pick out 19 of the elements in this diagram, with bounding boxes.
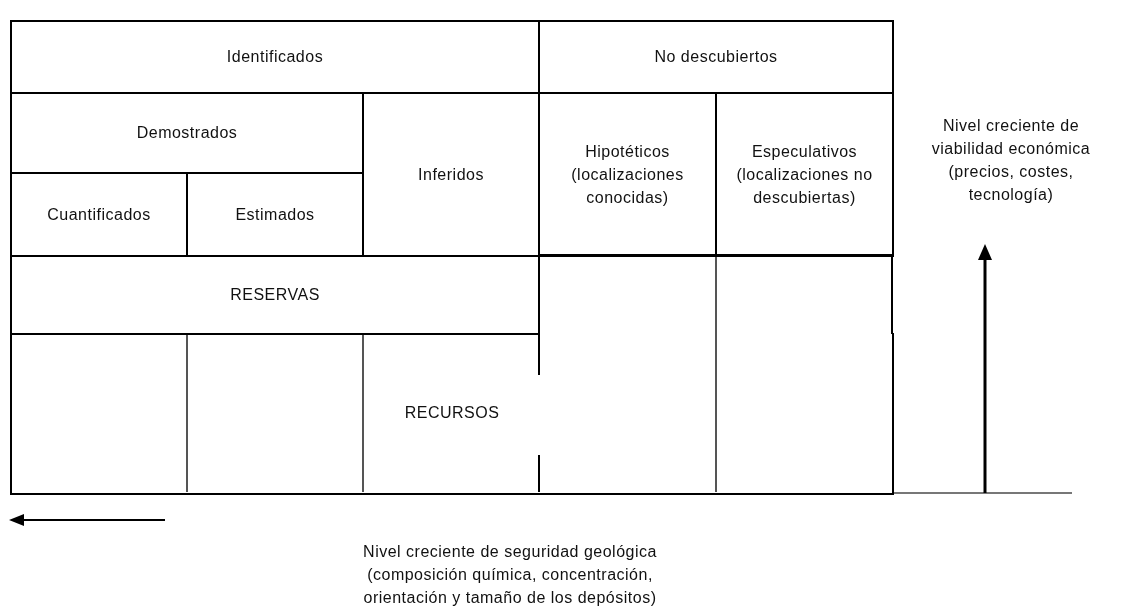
region-cell xyxy=(10,333,894,495)
axis-label: Nivel creciente de viabilidad económica (precios, costes, tecnología) xyxy=(930,116,1092,205)
cell-title: No descubiertos xyxy=(654,48,778,66)
cell-title: Demostrados xyxy=(136,124,238,142)
cell-title: Hipotéticos xyxy=(585,142,670,162)
cell-note: (localizaciones no descubiertas) xyxy=(735,165,874,208)
axis-label: Nivel creciente de seguridad geológica (composición química, concentración, orientación y tamaño de los depósitos) xyxy=(362,542,658,608)
cell-title: Identificados xyxy=(226,48,324,66)
header-cell xyxy=(10,20,540,94)
cell-title: RESERVAS xyxy=(230,286,320,304)
cell-title: Especulativos xyxy=(751,142,858,162)
category-cell xyxy=(715,92,894,257)
cell-note: (localizaciones conocidas) xyxy=(570,165,685,208)
cell-title: Estimados xyxy=(235,205,315,224)
cell-title: Inferidos xyxy=(418,165,484,184)
region-cell xyxy=(10,255,540,335)
header-cell xyxy=(538,20,894,94)
cell-title: Cuantificados xyxy=(47,205,151,224)
cell-title: RECURSOS xyxy=(404,404,500,422)
